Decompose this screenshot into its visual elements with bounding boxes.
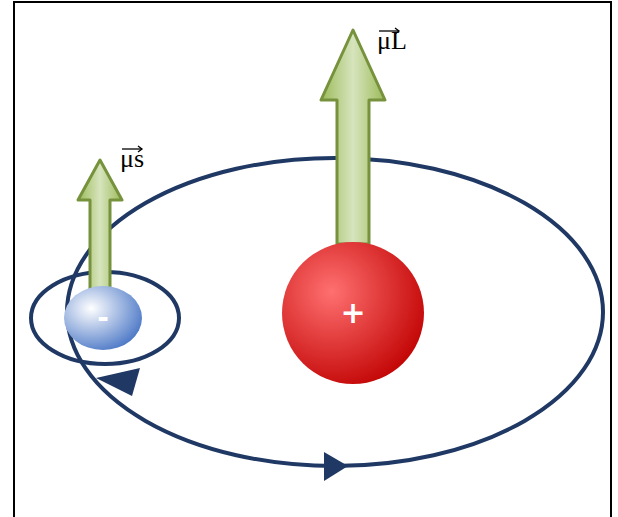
orbit-ellipse: [67, 158, 603, 466]
orbital-moment-arrow: [321, 30, 385, 244]
orbit-arrowhead: [96, 368, 140, 396]
spin-moment-arrow: [78, 160, 122, 292]
charge-sign: +: [340, 298, 365, 328]
nucleus-circle: +: [281, 241, 425, 385]
spin-moment-label: μs: [120, 146, 144, 172]
orbit-arrowhead: [324, 452, 348, 481]
electron-circle: -: [63, 285, 143, 351]
orbital-moment-label: μL: [377, 28, 407, 54]
frame-border: [14, 2, 611, 517]
charge-sign: -: [97, 304, 109, 332]
